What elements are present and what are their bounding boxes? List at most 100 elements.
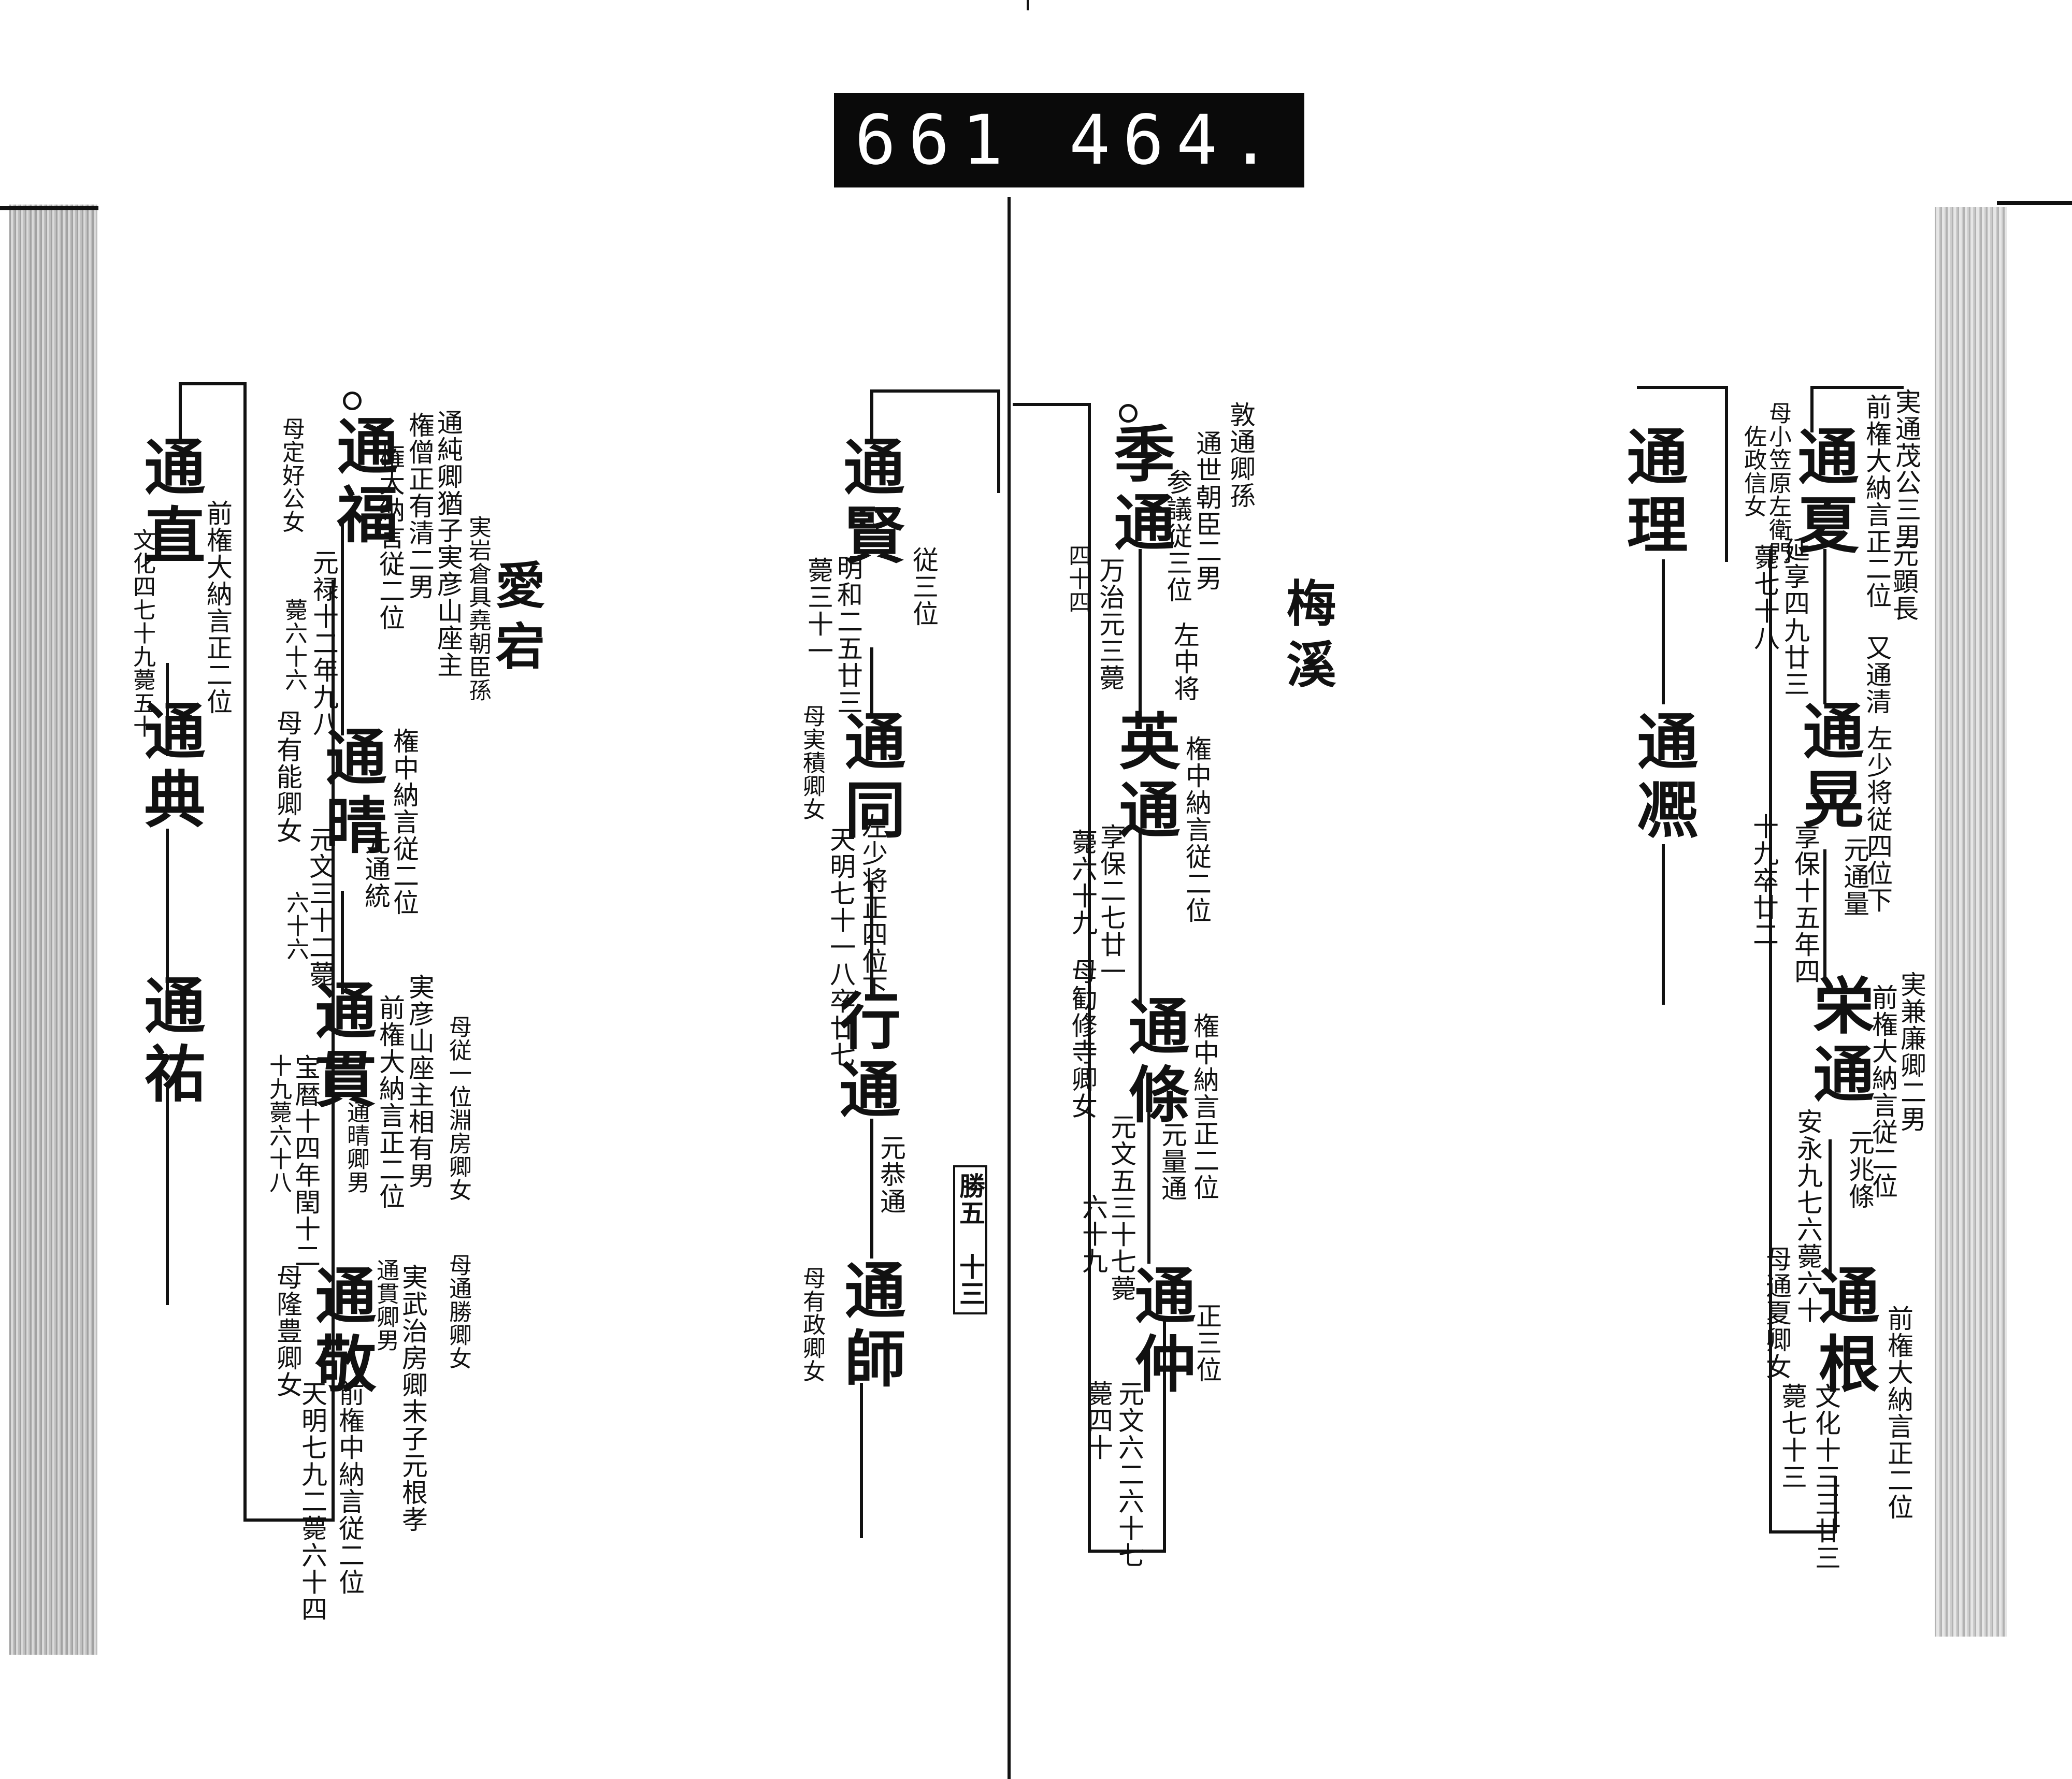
bracket-sue-top <box>1013 403 1090 406</box>
name-michinuki: 通貫 <box>305 979 377 1116</box>
note-michinaka-1: 正三位 <box>1192 1303 1222 1383</box>
note-michinuki-6: 母従一位淵房卿女 <box>445 1015 471 1202</box>
note-michikata-2: 明和二五廿三 <box>833 554 863 716</box>
note-michiaki-1: 左少将従四位下 <box>1863 725 1893 914</box>
note-michinatsu-2: 元顕長 <box>1889 541 1919 622</box>
bracket-natsu-right <box>1834 1476 1837 1533</box>
note-yukimichi-1: 元恭通 <box>876 1134 906 1215</box>
book-spine <box>1008 197 1011 1779</box>
note-michinaka-3: 薨四十 <box>1083 1380 1113 1461</box>
line-michinao-noriu <box>166 663 169 756</box>
note-michinao-1: 前権大納言正二位 <box>203 500 233 715</box>
note-hidemichi-2: 享保二七廿一 <box>1096 823 1126 985</box>
name-michinori: 通典 <box>134 699 206 836</box>
note-munemichi-1: 実兼廉卿二男 <box>1896 971 1926 1133</box>
bracket-natsu-bottom <box>1769 1530 1836 1534</box>
note-michifuku-2: 実岩倉具堯朝臣孫 <box>465 515 491 702</box>
bracket-masa-top <box>1637 386 1728 389</box>
line-nuki-taka <box>332 1139 335 1279</box>
note-michifuku-4: 権大納言従二位 <box>375 443 405 631</box>
note-michinatsu-1: 実通茂公三男 <box>1891 388 1921 550</box>
name-michisuke: 通祐 <box>134 974 206 1110</box>
note-michinatsu-7: 母小笠原左衛門 <box>1765 401 1791 565</box>
note-michifuku-6: 薨六十六 <box>281 598 307 691</box>
note-michinuki-1: 実彦山座主相有男 <box>405 974 435 1189</box>
note-michitaka-3: 前権中納言従二位 <box>335 1380 365 1596</box>
line-fuku-haru <box>341 518 344 735</box>
note-michieda-1: 権中納言正二位 <box>1189 1013 1219 1201</box>
bracket-sue-right <box>1163 1321 1166 1553</box>
note-suemichi-5: 万治元三薨 <box>1095 557 1125 691</box>
name-michinao: 通直 <box>134 435 206 572</box>
bracket-atago-top <box>179 382 243 385</box>
note-michieda-2: 元量通 <box>1157 1121 1187 1202</box>
bracket-sue-bottom <box>1088 1550 1166 1553</box>
name-michimoro: 通師 <box>834 1259 906 1395</box>
note-michitaka-2: 通貫卿男 <box>372 1259 399 1352</box>
note-michikata-1: 従三位 <box>909 546 939 627</box>
note-michinuki-2: 前権大納言正二位 <box>375 994 405 1210</box>
note-michinuki-4: 宝暦十四年閏十二 <box>291 1054 321 1269</box>
succession-marker-suemichi <box>1119 404 1138 423</box>
name-yukimichi: 行通 <box>829 989 901 1126</box>
name-hidemichi: 英通 <box>1109 710 1181 846</box>
name-michimasa: 通理 <box>1616 425 1688 561</box>
name-michihiro: 通凞 <box>1627 710 1699 846</box>
line-michinao <box>179 382 182 439</box>
note-michine-1: 前権大納言正二位 <box>1883 1305 1913 1521</box>
note-michieda-3: 元文五三十七薨 <box>1106 1113 1136 1302</box>
line-suke-down <box>166 1088 169 1305</box>
note-michiharu-4: 六十六 <box>282 891 309 961</box>
line-kata-tomo <box>870 647 873 715</box>
bracket-masa-right <box>1725 386 1728 562</box>
note-michikata-3: 薨三十一 <box>803 557 833 664</box>
line-aki-mune <box>1823 849 1826 979</box>
line-tomo-yuki <box>870 880 873 994</box>
note-michitaka-5: 母隆豊卿女 <box>272 1264 303 1398</box>
name-michinatsu: 通夏 <box>1787 425 1859 561</box>
note-michinatsu-3: 前権大納言正二位 <box>1862 394 1892 609</box>
line-hide-eda <box>1139 829 1142 1005</box>
line-hiro-down <box>1662 844 1665 1005</box>
left-page-edge <box>9 205 97 1655</box>
note-michinatsu-5: 延享四九廿三 <box>1780 536 1810 698</box>
note-michinaka-2: 元文六二六十七 <box>1114 1380 1144 1569</box>
note-michinuki-3: 通晴卿男 <box>343 1101 369 1194</box>
line-mune-ne <box>1829 1139 1832 1279</box>
note-hidemichi-3: 薨六十九 <box>1068 829 1098 936</box>
note-michitaka-6: 母通勝卿女 <box>445 1253 471 1370</box>
line-kata-down <box>870 389 873 441</box>
clan-title-atago: 愛宕 <box>487 559 545 682</box>
note-michinuki-5: 十九薨六十八 <box>265 1054 292 1194</box>
note-michikata-4: 母実積卿女 <box>799 704 825 821</box>
line-moro-down <box>860 1383 863 1538</box>
line-haru-nuki <box>341 891 344 994</box>
note-munemichi-5: 母通夏卿女 <box>1762 1246 1792 1380</box>
note-munemichi-4: 安永九七六薨六十 <box>1793 1108 1823 1324</box>
note-suemichi-3: 参議従三位 <box>1162 469 1192 603</box>
bracket-natsu-left <box>1810 386 1814 432</box>
spine-top-mark <box>1027 0 1029 10</box>
bracket-natsu-outer <box>1769 549 1772 1533</box>
page-top-rule-right <box>1997 201 2072 205</box>
name-michifuku: 通福 <box>326 414 398 551</box>
bracket-kata-right <box>997 389 1000 493</box>
note-michitaka-1: 実武治房卿末子元根孝 <box>398 1264 428 1533</box>
bracket-natsu-top <box>1810 386 1904 389</box>
name-michitomo: 通同 <box>834 710 906 846</box>
note-michiaki-4: 十九卒廿二 <box>1749 813 1779 948</box>
note-munemichi-3: 元兆條 <box>1845 1129 1875 1210</box>
note-michinatsu-6: 薨七十八 <box>1750 544 1780 652</box>
page-folio: 勝五 十三 <box>953 1165 987 1314</box>
name-michikata: 通賢 <box>833 435 905 572</box>
bracket-atago-left <box>243 382 247 1522</box>
line-sue-hide <box>1139 549 1142 715</box>
note-suemichi-6: 四十四 <box>1064 544 1091 614</box>
page-top-rule <box>0 206 98 210</box>
note-michitomo-1: 左少将正四位下 <box>858 813 888 1002</box>
note-michiharu-2: 元通統 <box>361 829 391 909</box>
name-michiaki: 通晃 <box>1792 699 1864 836</box>
clan-title-umetani: 梅溪 <box>1278 577 1336 700</box>
note-michine-2: 文化十三三廿三 <box>1811 1383 1841 1571</box>
bracket-sue-left <box>1088 403 1091 1553</box>
